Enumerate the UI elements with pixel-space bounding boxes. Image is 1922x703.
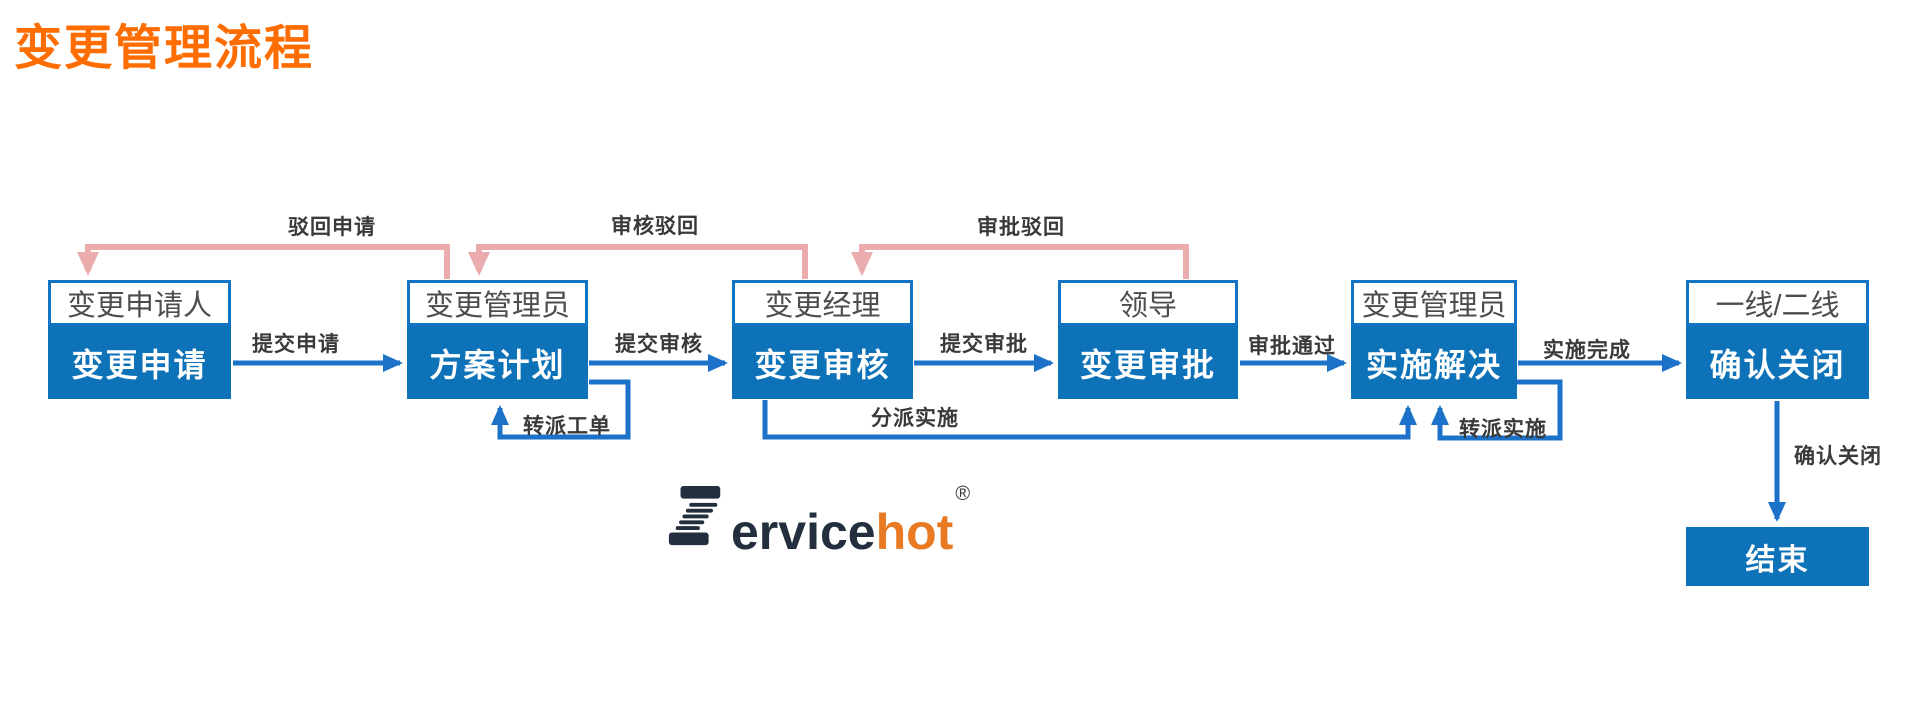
logo-text-orange: hot (875, 504, 954, 560)
edge-label-review-reject: 审核驳回 (611, 215, 699, 238)
node-step-label: 变更审核 (732, 326, 913, 399)
node-role-label: 变更经理 (732, 280, 913, 326)
logo-text-dark: ervice (731, 504, 876, 560)
node-change-approval: 领导 变更审批 (1058, 280, 1238, 399)
edge-label-approval-passed: 审批通过 (1248, 335, 1336, 358)
node-change-request: 变更申请人 变更申请 (48, 280, 231, 399)
node-role-label: 一线/二线 (1686, 280, 1869, 326)
node-confirm-close: 一线/二线 确认关闭 (1686, 280, 1869, 399)
edge-reject-request-arrow (77, 244, 450, 279)
edge-label-submit-request: 提交申请 (252, 333, 340, 356)
edge-dispatch-implement-arrow (762, 400, 1417, 440)
page-title: 变更管理流程 (14, 22, 315, 75)
node-step-label: 变更申请 (48, 326, 231, 399)
edge-approval-reject-arrow (851, 244, 1189, 279)
node-role-label: 领导 (1058, 280, 1238, 326)
edge-label-approval-reject: 审批驳回 (977, 216, 1065, 239)
edge-label-confirm-close: 确认关闭 (1794, 445, 1882, 468)
edge-label-reject-request: 驳回申请 (288, 216, 376, 239)
node-role-label: 变更申请人 (48, 280, 231, 326)
node-end: 结束 (1686, 527, 1869, 586)
node-step-label: 变更审批 (1058, 326, 1238, 399)
node-step-label: 实施解决 (1351, 326, 1517, 399)
registered-trademark-mark: ® (955, 483, 971, 505)
edge-label-transfer-implement: 转派实施 (1459, 418, 1547, 441)
edge-label-submit-approval: 提交审批 (940, 333, 1028, 356)
node-role-label: 变更管理员 (1351, 280, 1517, 326)
edge-review-reject-arrow (468, 244, 808, 279)
node-change-review: 变更经理 变更审核 (732, 280, 913, 399)
edge-label-dispatch-implement: 分派实施 (871, 407, 959, 430)
edge-label-implement-done: 实施完成 (1543, 339, 1631, 362)
node-role-label: 变更管理员 (407, 280, 588, 326)
node-step-label: 确认关闭 (1686, 326, 1869, 399)
node-step-label: 方案计划 (407, 326, 588, 399)
edge-label-transfer-ticket: 转派工单 (523, 415, 611, 438)
node-implement-resolve: 变更管理员 实施解决 (1351, 280, 1517, 399)
edge-label-submit-review: 提交审核 (615, 333, 703, 356)
servicehot-logo-s-icon (668, 485, 721, 546)
node-plan-scheme: 变更管理员 方案计划 (407, 280, 588, 399)
